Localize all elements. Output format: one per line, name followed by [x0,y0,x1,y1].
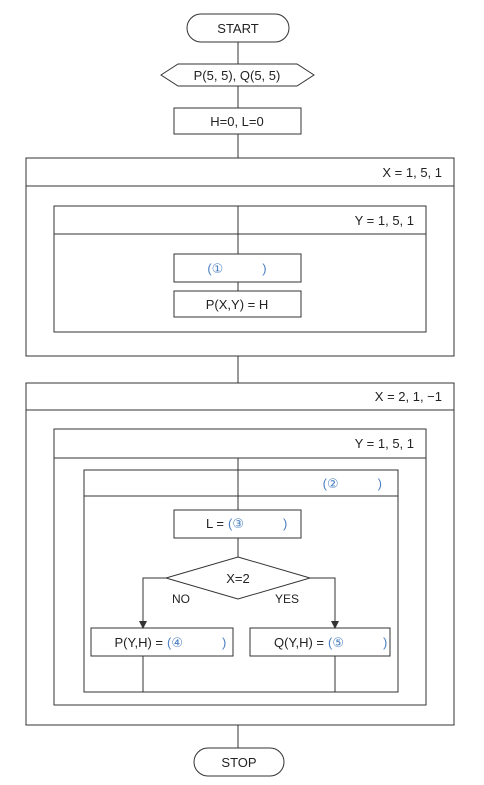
loop1-step2-label: P(X,Y) = H [206,297,269,312]
no-branch [139,577,166,629]
loop1-outer-box [25,157,455,357]
loop2-inner-frame [53,457,427,706]
yes-label: YES [275,592,299,606]
loop2-innermost-frame [83,495,399,693]
stop-terminal [193,747,285,777]
loop2-inner-label: Y = 1, 5, 1 [355,436,414,451]
left-prefix: P(Y,H) = [114,635,163,650]
right-blank: (⑤ ) [328,635,387,650]
right-process [249,627,391,657]
assign-l-process [173,509,302,539]
start-label: START [217,21,258,36]
loop2-outer-box [25,382,455,726]
init-process [173,107,302,135]
left-blank: (④ ) [167,635,226,650]
decision-diamond [164,556,312,600]
input-label: P(5, 5), Q(5, 5) [194,68,281,83]
loop1-outer-frame [25,185,455,357]
loop1-step1-blank: (① ) [207,261,266,276]
loop2-outer-label: X = 2, 1, −1 [375,389,442,404]
start-terminal [186,13,290,43]
assign-l-prefix: L = [206,516,224,531]
no-label: NO [172,592,190,606]
decision-label: X=2 [226,571,250,586]
loop1-inner-label: Y = 1, 5, 1 [355,213,414,228]
init-label: H=0, L=0 [210,114,264,129]
loop1-outer-label: X = 1, 5, 1 [382,165,442,180]
assign-l-blank: (③ ) [228,516,287,531]
loop2-outer-frame [25,409,455,726]
input-shape [160,63,315,87]
loop2-innermost-blank: (② ) [323,476,382,491]
loop1-inner-frame [53,233,427,333]
yes-branch [310,577,339,629]
loop1-step2 [173,290,302,318]
loop1-step1 [173,253,302,283]
stop-label: STOP [221,755,256,770]
left-process [90,627,234,657]
right-prefix: Q(Y,H) = [274,635,324,650]
